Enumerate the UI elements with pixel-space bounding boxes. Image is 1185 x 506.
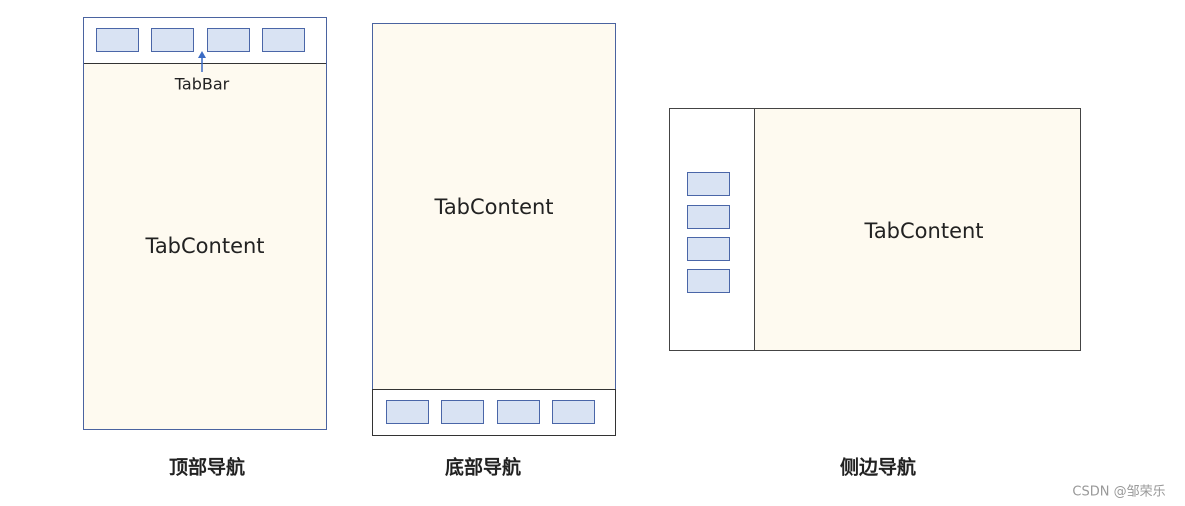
watermark: CSDN @邹荣乐 bbox=[1072, 484, 1166, 500]
tab-item bbox=[207, 28, 250, 52]
top-nav-caption: 顶部导航 bbox=[168, 456, 246, 479]
top-nav-diagram bbox=[83, 17, 327, 430]
tab-item bbox=[687, 172, 730, 196]
tab-item bbox=[440, 399, 484, 424]
tab-item bbox=[96, 28, 139, 52]
side-nav-diagram bbox=[669, 108, 1081, 351]
tab-item bbox=[551, 399, 595, 424]
side-content-label: TabContent bbox=[864, 219, 984, 243]
side-nav-caption: 侧边导航 bbox=[839, 456, 917, 479]
bottom-tabbar bbox=[371, 388, 616, 436]
side-tabbar bbox=[670, 109, 755, 350]
tab-item bbox=[687, 237, 730, 261]
arrow-up-icon bbox=[198, 51, 206, 72]
tab-item bbox=[151, 28, 194, 52]
tab-item bbox=[262, 28, 305, 52]
bottom-content-label: TabContent bbox=[434, 195, 554, 219]
tab-item bbox=[496, 399, 540, 424]
tab-item bbox=[687, 205, 730, 229]
bottom-nav-caption: 底部导航 bbox=[444, 456, 522, 479]
tab-item bbox=[687, 269, 730, 293]
bottom-nav-diagram bbox=[371, 23, 616, 436]
top-content-label: TabContent bbox=[145, 234, 265, 258]
tab-item bbox=[385, 399, 429, 424]
tabbar-label: TabBar bbox=[174, 74, 230, 94]
